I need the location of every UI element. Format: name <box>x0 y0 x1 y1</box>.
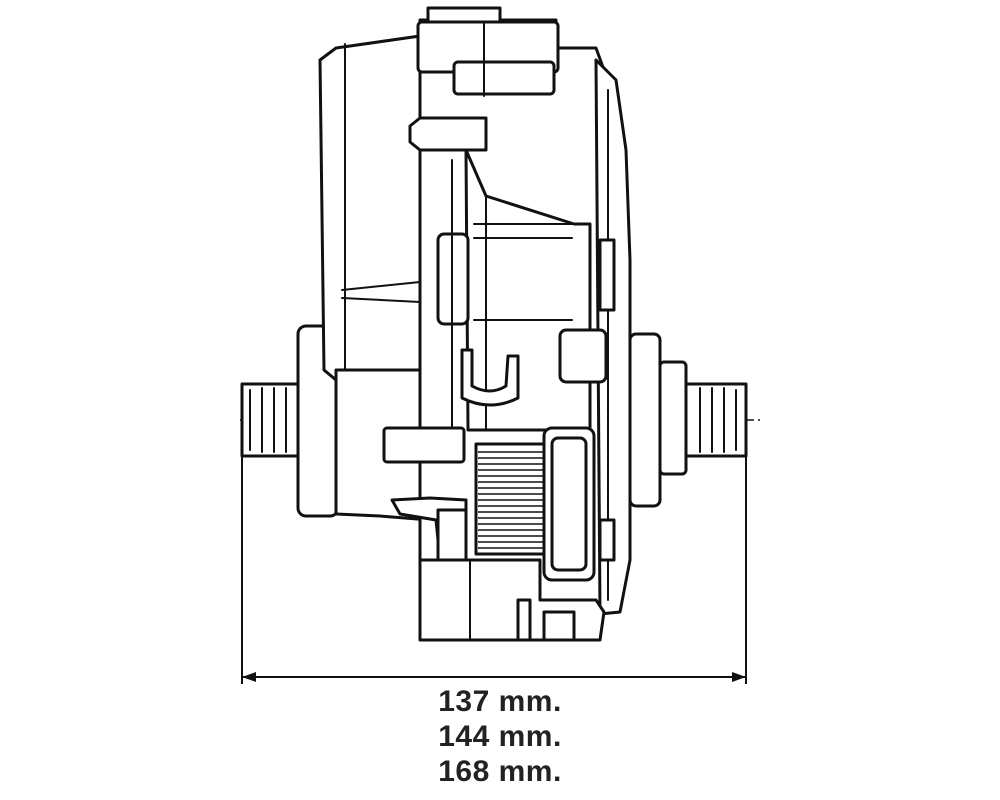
motor-housing <box>318 34 422 382</box>
cable-clip <box>460 348 520 407</box>
right-hub <box>658 360 688 476</box>
upper-mount-boss <box>408 116 488 152</box>
right-bearing-flange <box>628 332 662 508</box>
right-spindle <box>684 382 748 458</box>
bottom-cover <box>418 558 606 642</box>
cooling-fins <box>474 442 552 556</box>
top-bracket <box>416 6 560 97</box>
connector-plug <box>542 426 596 582</box>
dimension-labels: 137 mm. 144 mm. 168 mm. <box>0 684 1000 789</box>
side-clip <box>558 328 608 384</box>
left-spindle <box>240 382 306 458</box>
overall-width-dimension <box>241 456 747 684</box>
lower-tab <box>382 426 466 464</box>
dimension-label-3: 168 mm. <box>438 755 562 788</box>
dimension-label-2: 144 mm. <box>438 720 562 753</box>
dimension-label-1: 137 mm. <box>438 685 562 718</box>
